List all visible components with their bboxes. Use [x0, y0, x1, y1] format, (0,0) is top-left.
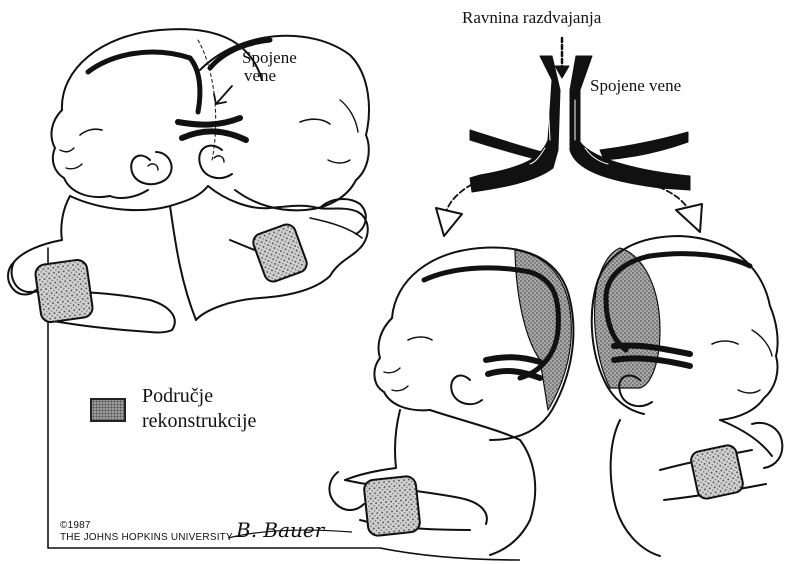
legend-label-line2: rekonstrukcije [142, 410, 256, 433]
frame-line [380, 548, 520, 560]
joined-veins-label-top: Spojene [242, 48, 297, 68]
reconstruction-area-swatch [90, 398, 126, 422]
joined-veins-label-bottom: vene [244, 66, 276, 86]
separation-plane-label: Ravnina razdvajanja [462, 8, 601, 28]
copyright-year: ©1987 [60, 520, 91, 531]
copyright-holder: THE JOHNS HOPKINS UNIVERSITY [60, 532, 233, 543]
joined-veins-label-right: Spojene vene [590, 76, 681, 96]
legend-label-line1: Područje [142, 385, 213, 408]
separated-twin-right [592, 236, 783, 556]
vein-separation-diagram [436, 38, 702, 236]
separated-twin-left [329, 247, 573, 555]
artist-signature: B. Bauer [236, 518, 324, 542]
conjoined-twins-drawing [8, 29, 380, 548]
